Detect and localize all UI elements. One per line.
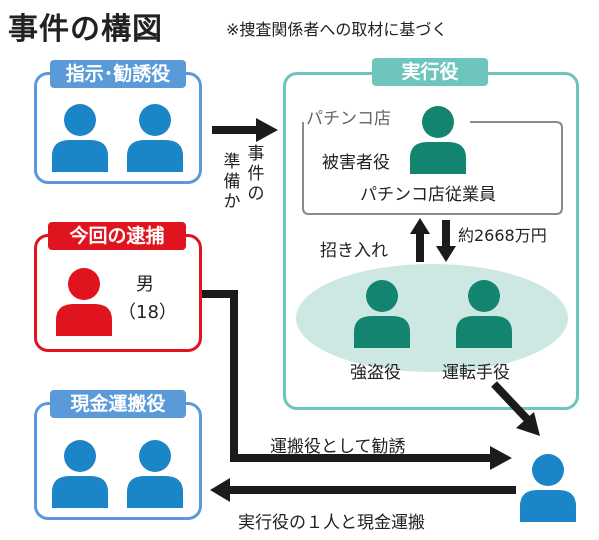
arrest-label: 今回の逮捕 [48,222,186,250]
arrow-to-courier [491,381,531,423]
pachinko-store-frame [302,121,563,215]
event-vertical-text: 事 件 の [246,144,266,204]
instructor-label: 指示･勧誘役 [50,60,186,88]
carrier-person-1-icon [52,440,108,508]
employee-label: パチンコ店従業員 [360,185,496,205]
driver-label: 運転手役 [442,363,510,383]
prep-vertical-text: 準 備 か [222,152,242,212]
robbers-ellipse [296,264,568,372]
deliver-label: 実行役の１人と現金運搬 [238,513,425,533]
arrested-man-age: （18） [118,302,177,323]
invite-label: 招き入れ [320,241,388,261]
instructor-person-1-icon [52,104,108,172]
prep-char-1: 準 [223,152,241,172]
employee-person-icon [410,106,466,174]
event-char-2: 件 [247,164,265,184]
diagram-subtitle: ※捜査関係者への取材に基づく [226,20,448,39]
robber-label: 強盗役 [350,363,401,383]
carrier-person-2-icon [127,440,183,508]
arrested-man-icon [56,268,112,336]
recruit-label: 運搬役として勧誘 [270,437,406,457]
arrow-recruit [202,290,492,462]
instructor-person-2-icon [127,104,183,172]
prep-char-3: か [223,192,241,212]
amount-label: 約2668万円 [458,226,547,245]
prep-char-2: 備 [223,172,241,192]
carrier-label: 現金運搬役 [50,390,186,418]
executor-label: 実行役 [372,58,488,86]
courier-person-icon [520,454,576,522]
arrested-man-text: 男 [136,274,154,295]
victim-role-label: 被害者役 [322,153,390,173]
event-char-3: の [247,184,265,204]
event-char-1: 事 [247,144,265,164]
pachinko-store-label: パチンコ店 [306,109,391,129]
diagram-title: 事件の構図 [8,12,163,47]
